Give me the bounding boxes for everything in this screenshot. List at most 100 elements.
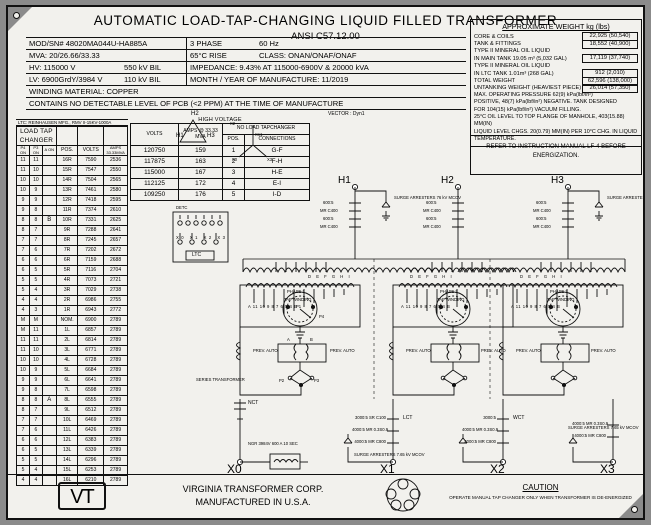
ltc-cell: 11	[28, 155, 43, 166]
ltc-cell: 2789	[103, 345, 128, 356]
ltc-cell: 2721	[103, 275, 128, 286]
weight-panel: APPROXIMATE WEIGHT kg (lbs) CORE & COILS…	[470, 19, 642, 148]
ltc-cell: 7159	[77, 255, 105, 266]
winding-material: WINDING MATERIAL: COPPER	[29, 87, 139, 96]
ltc-cell: NOM.	[55, 315, 79, 326]
ltc-cell: 4L	[55, 355, 79, 366]
vector-label: VECTOR : Dyn1	[328, 111, 365, 117]
spec-grid: MOD/SN# 48020MA044U-HA885A 3 PHASE 60 Hz…	[26, 37, 466, 110]
ltc-cell: 9	[16, 205, 30, 216]
ltc-cell: 10L	[55, 415, 79, 426]
ltc-cell: 6339	[77, 445, 105, 456]
ltc-cell: 2789	[103, 425, 128, 436]
ltc-cell: 7245	[77, 235, 105, 246]
ltc-cell: 6R	[55, 255, 79, 266]
company-line-2: MANUFACTURED IN U.S.A.	[195, 497, 311, 507]
ltc-cell: 6	[16, 435, 30, 446]
hv-cell: I-D	[244, 189, 310, 201]
ltc-col-a: A ON	[41, 145, 57, 156]
spec-row: WINDING MATERIAL: COPPER	[26, 85, 466, 97]
x1-ct-3: 4000:5 MR C800	[354, 439, 386, 444]
model-serial: MOD/SN# 48020MA044U-HA885A	[29, 39, 148, 48]
hv-ct2-ratio: 600:5	[323, 216, 334, 221]
ltc-cell: A	[41, 395, 57, 406]
x0-terminal	[236, 453, 308, 470]
ltc-cell: 2789	[103, 395, 128, 406]
ltc-cell: 10	[16, 175, 30, 186]
ltc-cell	[41, 455, 57, 466]
ltc-cell: 7	[16, 425, 30, 436]
wye-label-x2: X2	[230, 121, 236, 126]
ltc-cell: 5	[16, 275, 30, 286]
ltc-cell: 2789	[103, 435, 128, 446]
ltc-cell: 6	[28, 245, 43, 256]
high-voltage-table: VOLTS AMPS @ 33.33 MVA NO LOAD TAPCHANGE…	[130, 123, 310, 201]
ltc-cell: 7L	[55, 385, 79, 396]
weight-row: TYPE II MINERAL OIL LIQUID	[474, 63, 638, 70]
ltc-cell: 6469	[77, 415, 105, 426]
nct-label: NCT	[248, 400, 259, 406]
hv-phase1-lead	[349, 183, 391, 259]
ltc-cell: 11R	[55, 205, 79, 216]
ltc-cell: 2704	[103, 265, 128, 276]
ltc-cell: M	[16, 325, 30, 336]
ltc-cell: 10	[28, 165, 43, 176]
ltc-cell	[41, 355, 57, 366]
hv-ct3-ratio: 600:5	[426, 200, 437, 205]
ltc-cell: 6	[28, 435, 43, 446]
ltc-cell: 8	[16, 395, 30, 406]
wye-label-x0: X0	[232, 157, 238, 162]
node-a-label: A	[287, 337, 290, 342]
ltc-cell: 2789	[103, 415, 128, 426]
ltc-cell: 2789	[103, 445, 128, 456]
ltc-cell: 9	[16, 195, 30, 206]
ltc-cell: 8	[28, 205, 43, 216]
ltc-cell	[41, 335, 57, 346]
weight-row: TYPE II MINERAL OIL LIQUID	[474, 48, 638, 55]
ltc-cell: 9	[28, 185, 43, 196]
ltc-cell: 7029	[77, 285, 105, 296]
ltc-cell	[41, 185, 57, 196]
ltc-cell: 11L	[55, 425, 79, 436]
ltc-cell: 5	[28, 445, 43, 456]
ltc-cell: 7590	[77, 155, 105, 166]
phase-3-label: PHASE 3	[550, 289, 568, 294]
terminal-h1-label: H1	[338, 175, 351, 186]
ltc-cell: 7374	[77, 205, 105, 216]
ltc-cell: 6598	[77, 385, 105, 396]
ltc-cell	[41, 225, 57, 236]
ltc-cell: 12L	[55, 435, 79, 446]
ltc-cell: 9	[28, 195, 43, 206]
detc-taps-phase1: D E F G H I	[308, 274, 352, 279]
spec-row: CONTAINS NO DETECTABLE LEVEL OF PCB (<2 …	[26, 97, 466, 110]
ltc-cell: 2789	[103, 455, 128, 466]
ltc-cell: 6L	[55, 375, 79, 386]
node-b-label: B	[310, 337, 313, 342]
ltc-cell	[41, 415, 57, 426]
weight-row: IN MAIN TANK 19.05 m³ (5,032 GAL)17,119 …	[474, 54, 638, 64]
ltc-cell: 9	[28, 375, 43, 386]
ltc-cell: 6	[16, 445, 30, 456]
ltc-cell: 7	[16, 245, 30, 256]
ltc-cell: 8	[16, 225, 30, 236]
detc-label: DETC	[176, 205, 188, 210]
ltc-cell: 7R	[55, 245, 79, 256]
weight-label: IN LTC TANK 1.01m³ (268 GAL)	[474, 70, 554, 77]
ltc-cell: 8	[28, 395, 43, 406]
